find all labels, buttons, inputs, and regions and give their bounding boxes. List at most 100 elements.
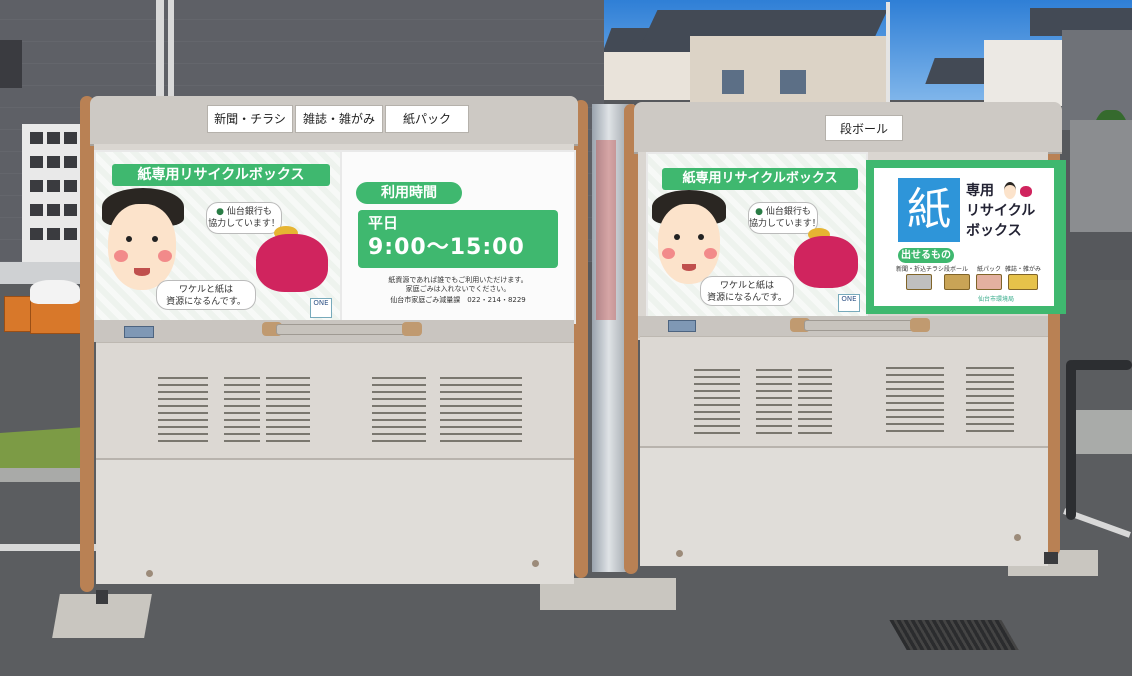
house	[984, 40, 1066, 106]
vent	[440, 374, 522, 442]
eye	[126, 236, 132, 242]
bolt	[676, 550, 683, 557]
handrail-post	[1066, 360, 1076, 520]
handrail	[1068, 360, 1132, 370]
bolt	[1014, 534, 1021, 541]
purse-mascot-icon	[794, 236, 858, 288]
vent	[798, 368, 832, 434]
recyclables-icon	[976, 274, 1002, 290]
drain-pipe	[168, 0, 174, 96]
paper-title-line1: 専用	[966, 183, 994, 199]
label-cardboard: 段ボール	[826, 116, 902, 140]
mail-slot	[30, 132, 43, 144]
mail-slot	[64, 156, 77, 168]
one-logo: ONE	[310, 298, 332, 318]
mouth	[134, 268, 150, 276]
house	[604, 52, 700, 100]
hours-time: 9:00～15:00	[368, 235, 525, 260]
concrete-block	[1076, 410, 1132, 454]
building-wall	[1070, 120, 1132, 232]
paper-title-line3: ボックス	[966, 223, 1022, 239]
box-foot	[96, 590, 108, 604]
left-character-poster: 紙専用リサイクルボックス ● 仙台銀行も 協力しています！ ワケルと紙は 資源に…	[94, 150, 342, 324]
poster-title: 紙専用リサイクルボックス	[662, 168, 858, 190]
left-box-handle[interactable]	[276, 324, 414, 335]
speech-bubble-bottom: ワケルと紙は 資源になるんです。	[156, 280, 256, 310]
purse-mascot-icon	[1020, 186, 1032, 197]
vent	[886, 366, 944, 432]
item-label: 新聞・折込チラシ	[896, 266, 944, 273]
bolt	[146, 570, 153, 577]
accepted-items-label: 出せるもの	[898, 248, 954, 263]
mail-slot	[30, 204, 43, 216]
poster-title: 紙専用リサイクルボックス	[112, 164, 330, 186]
mail-slot	[30, 156, 43, 168]
window	[722, 70, 744, 94]
mail-slot	[64, 180, 77, 192]
speech-bubble-top: ● 仙台銀行も 協力しています！	[206, 202, 282, 234]
hours-label: 利用時間	[356, 182, 462, 204]
vent	[266, 376, 310, 442]
parking-line	[0, 544, 96, 551]
mail-slot	[47, 204, 60, 216]
mail-slot	[47, 156, 60, 168]
box-tag	[668, 320, 696, 332]
usage-note: 紙資源であれば誰でもご利用いただけます。 家庭ごみは入れないでください。	[388, 276, 528, 293]
mouth	[682, 264, 696, 271]
vent	[224, 376, 260, 442]
label-magazine: 雑誌・雑がみ	[296, 106, 382, 132]
right-character-poster: 紙専用リサイクルボックス ● 仙台銀行も 協力しています！ ワケルと紙は 資源に…	[646, 152, 868, 318]
handle-end	[402, 322, 422, 336]
item-label: 雑誌・雑がみ	[1004, 266, 1041, 273]
box-tag	[124, 326, 154, 338]
recyclables-icon	[944, 274, 970, 290]
eye	[698, 234, 704, 240]
eye	[152, 236, 158, 242]
wall-foundation	[0, 262, 90, 284]
contact-text: 仙台市家庭ごみ減量課 022・214・8229	[390, 296, 526, 304]
item-label: 段ボール	[943, 266, 968, 273]
vent	[694, 368, 740, 434]
right-box-frame-left	[624, 104, 638, 574]
right-box-lower	[640, 446, 1048, 566]
curb	[0, 468, 90, 482]
wall-shadow	[0, 40, 22, 88]
speech-bubble-top: ● 仙台銀行も 協力しています！	[748, 202, 821, 234]
hours-poster: 利用時間 平日 9:00～15:00 紙資源であれば誰でもご利用いただけます。 …	[340, 150, 576, 324]
mail-slot	[30, 228, 43, 240]
hours-box: 平日 9:00～15:00	[358, 210, 558, 268]
window	[780, 70, 806, 94]
label-milk-carton: 紙パック	[386, 106, 468, 132]
bank-logo-icon: ●	[755, 207, 763, 217]
right-box-handle[interactable]	[804, 320, 922, 331]
mail-slot	[30, 180, 43, 192]
poster-footer: 仙台市環境局	[977, 296, 1014, 303]
item-label: 紙パック	[976, 266, 1001, 273]
bolt	[532, 560, 539, 567]
side-reflection	[596, 140, 616, 320]
mail-slot	[47, 228, 60, 240]
drain-pipe	[156, 0, 164, 96]
face	[658, 204, 720, 284]
speech-bubble-bottom: ワケルと紙は 資源になるんです。	[700, 276, 794, 306]
vent	[158, 376, 208, 442]
box-foot	[1044, 552, 1058, 564]
left-box-lower	[96, 458, 574, 584]
purse-mascot-icon	[256, 234, 328, 292]
mail-slot	[64, 228, 77, 240]
weekday-text: 平日	[368, 214, 399, 232]
mail-slot	[47, 180, 60, 192]
paper-title-line2: リサイクル	[966, 203, 1036, 219]
white-bag	[30, 280, 80, 304]
recyclables-icon	[1008, 274, 1038, 290]
one-logo: ONE	[838, 294, 860, 312]
cheek	[704, 248, 717, 259]
cheek	[114, 250, 128, 262]
handle-end	[910, 318, 930, 332]
bank-logo-icon: ●	[216, 207, 224, 217]
cheek	[158, 250, 172, 262]
mail-slot	[64, 132, 77, 144]
paper-only-poster: 紙 専用 リサイクル ボックス 出せるもの 新聞・折込チラシ 段ボール 紙パック…	[866, 160, 1066, 314]
vent	[372, 374, 426, 442]
